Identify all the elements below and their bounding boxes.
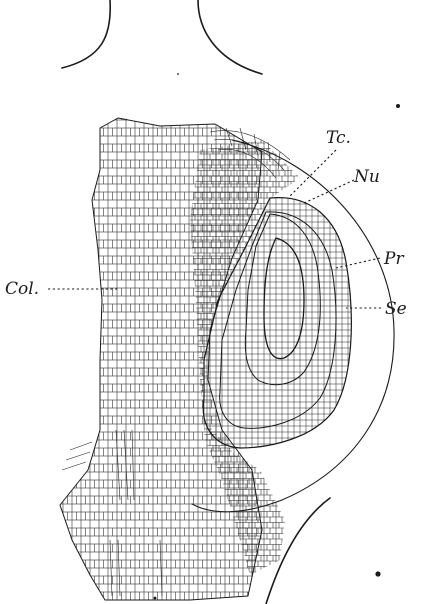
leader-nu bbox=[302, 180, 354, 204]
stray-dot-1 bbox=[396, 104, 400, 108]
label-se: Se bbox=[385, 299, 407, 319]
stray-dot-3 bbox=[154, 597, 157, 600]
upper-left-outline bbox=[62, 0, 110, 68]
stray-dot-2 bbox=[375, 571, 380, 576]
leader-tc bbox=[290, 150, 336, 196]
label-pr: Pr bbox=[383, 249, 404, 269]
stray-dot-4 bbox=[177, 73, 179, 75]
label-nu: Nu bbox=[353, 167, 380, 187]
label-col: Col. bbox=[5, 279, 39, 299]
upper-right-outline bbox=[198, 0, 262, 74]
label-tc: Tc. bbox=[326, 128, 351, 148]
